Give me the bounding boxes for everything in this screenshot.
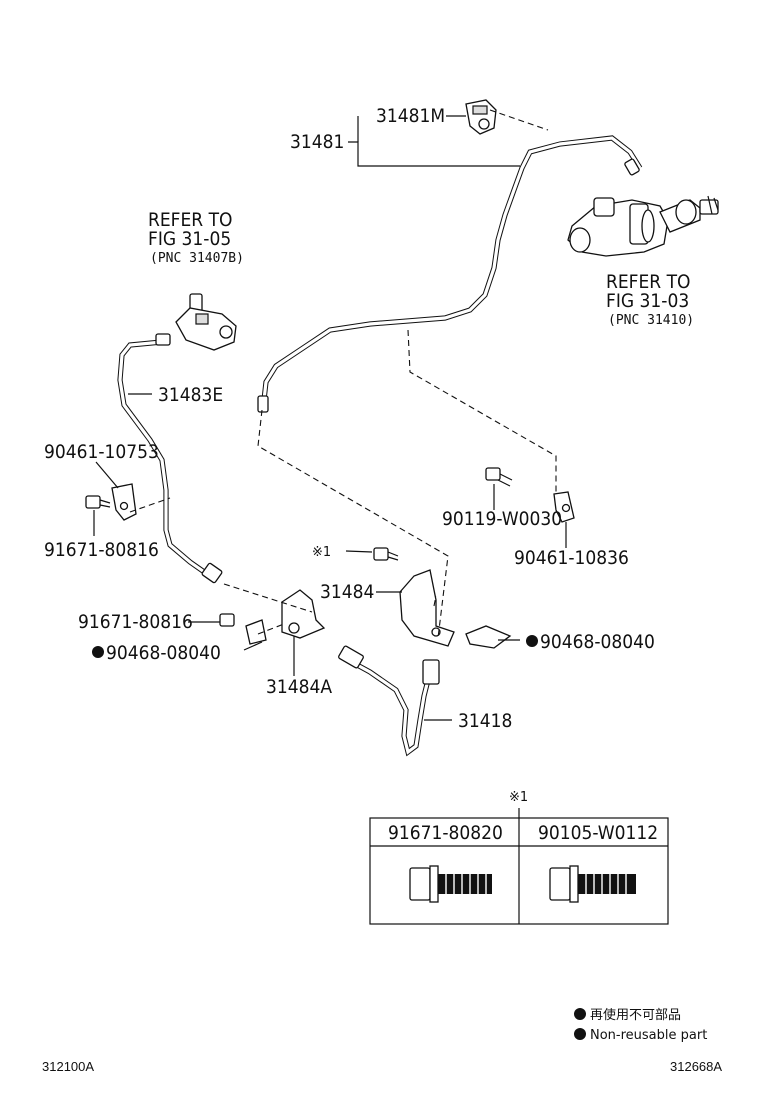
label-31483E: 31483E	[158, 384, 223, 406]
master-cylinder-icon	[567, 195, 719, 257]
refer-left-line2: FIG 31-05	[148, 228, 231, 250]
flange-bolt-icon	[409, 865, 492, 903]
refer-left-line1: REFER TO	[148, 209, 233, 231]
bolt-90119-W0030	[485, 467, 513, 487]
clutch-line-31483E	[117, 333, 223, 584]
clip-90468-08040	[465, 625, 512, 649]
legend: 再使用不可部品 Non-reusable part	[574, 1007, 707, 1043]
clip-31481M	[465, 99, 497, 135]
label-90468-08040-right: 90468-08040	[540, 631, 655, 653]
label-31484: 31484	[320, 581, 374, 603]
legend-dot-icon	[574, 1008, 586, 1020]
legend-dot-icon	[574, 1028, 586, 1040]
label-31481M: 31481M	[376, 105, 445, 127]
bracket-31484	[373, 547, 455, 647]
label-90468-08040-left: 90468-08040	[106, 642, 221, 664]
label-91671-80816-lower: 91671-80816	[78, 611, 193, 633]
refer-right-line3: (PNC 31410)	[608, 313, 694, 328]
non-reusable-dot-icon	[92, 646, 104, 658]
flange-bolt-icon	[549, 865, 636, 903]
footer-left-code: 312100A	[42, 1059, 94, 1074]
non-reusable-dot-icon	[526, 635, 538, 647]
bracket-31484A	[219, 589, 326, 645]
label-90119-W0030: 90119-W0030	[442, 508, 562, 530]
note-mark-1: ※1	[312, 545, 331, 560]
clamp-90461-10753	[111, 483, 137, 521]
footer-right-code: 312668A	[670, 1059, 722, 1074]
refer-right-line2: FIG 31-03	[606, 290, 689, 312]
hose-31418	[338, 645, 440, 757]
clamp-90461-10836	[553, 491, 575, 523]
bolt-91671-80816-upper	[85, 495, 111, 509]
note-table: ※1 91671-80820 90105-W0112	[369, 790, 669, 925]
label-31484A: 31484A	[266, 676, 332, 698]
legend-item-en: Non-reusable part	[590, 1028, 707, 1043]
label-90461-10836: 90461-10836	[514, 547, 629, 569]
label-91671-80816-upper: 91671-80816	[44, 539, 159, 561]
label-31481: 31481	[290, 131, 344, 153]
note-table-col-1: 91671-80820	[388, 822, 503, 844]
clutch-line-31481	[257, 135, 643, 413]
fitting-block-icon	[175, 293, 237, 351]
label-31418: 31418	[458, 710, 512, 732]
label-90461-10753: 90461-10753	[44, 441, 159, 463]
refer-left-line3: (PNC 31407B)	[150, 251, 244, 266]
legend-item-jp: 再使用不可部品	[590, 1007, 681, 1023]
refer-right-line1: REFER TO	[606, 271, 691, 293]
note-table-col-2: 90105-W0112	[538, 822, 658, 844]
note-table-mark: ※1	[509, 790, 528, 805]
